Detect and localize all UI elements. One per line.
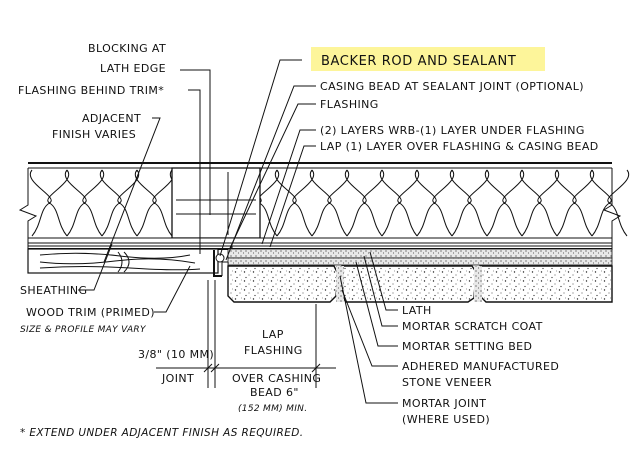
label-highlight [311,47,545,71]
label-flashing: FLASHING [320,98,379,111]
blocking [171,167,261,239]
label-lap-1: LAP [262,328,284,341]
sheathing [27,237,613,250]
stone-veneer [227,265,613,303]
label-wrb-2: LAP (1) LAYER OVER FLASHING & CASING BEA… [320,140,599,153]
label-veneer-1: ADHERED MANUFACTURED [402,360,559,373]
leader-lines [78,59,398,404]
label-dim-joint: JOINT [161,372,194,385]
label-flashing-behind-trim: FLASHING BEHIND TRIM* [18,84,164,97]
label-casing-bead: CASING BEAD AT SEALANT JOINT (OPTIONAL) [320,80,584,93]
label-lap-2: FLASHING [244,344,303,357]
label-veneer-2: STONE VENEER [402,376,492,389]
label-sheathing: SHEATHING [20,284,87,297]
label-setting-bed: MORTAR SETTING BED [402,340,532,353]
label-blocking-2: LATH EDGE [100,62,166,75]
label-blocking-1: BLOCKING AT [88,42,166,55]
label-dim-joint-value: 3/8" (10 MM) [138,348,214,361]
label-adjacent-1: ADJACENT [82,112,141,125]
label-over-3: (152 MM) MIN. [238,404,307,414]
backer-rod [215,253,225,263]
label-mortar-joint-1: MORTAR JOINT [402,397,486,410]
break-lines [18,168,622,250]
label-over-1: OVER CASHING [232,372,321,385]
label-wood-trim-1: WOOD TRIM (PRIMED) [26,306,155,319]
footnote: * EXTEND UNDER ADJACENT FINISH AS REQUIR… [20,427,303,439]
setting-bed [227,257,613,266]
label-scratch-coat: MORTAR SCRATCH COAT [402,320,543,333]
wood-trim [27,248,219,274]
label-backer-rod: BACKER ROD AND SEALANT [321,54,516,69]
scratch-coat [227,248,613,259]
label-adjacent-2: FINISH VARIES [52,128,136,141]
label-lath: LATH [402,304,432,317]
label-over-2: BEAD 6" [250,386,299,399]
label-wood-trim-2: SIZE & PROFILE MAY VARY [20,325,147,335]
label-mortar-joint-2: (WHERE USED) [402,413,490,426]
label-wrb-1: (2) LAYERS WRB-(1) LAYER UNDER FLASHING [320,124,585,137]
dimension-lines [156,280,336,388]
